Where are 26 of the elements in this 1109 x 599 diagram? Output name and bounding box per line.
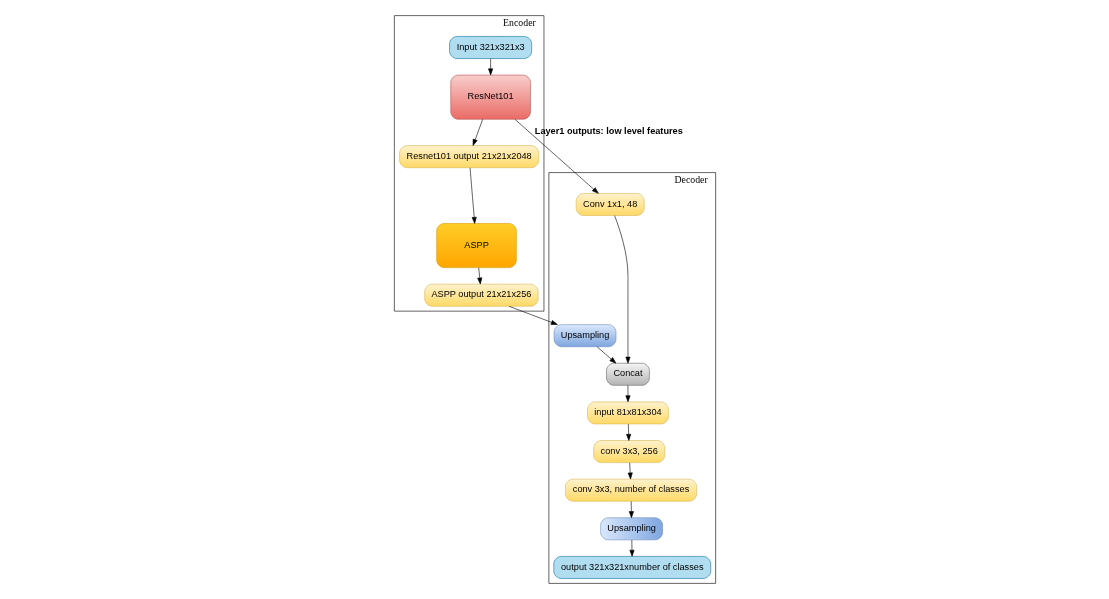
- arrow: [628, 501, 634, 518]
- node-box: Concat: [605, 362, 650, 386]
- node-box: conv 3x3, number of classes: [564, 478, 697, 502]
- arrow: [508, 306, 558, 325]
- node-box: output 321x321xnumber of classes: [552, 556, 711, 579]
- node-box: ResNet101: [449, 74, 531, 120]
- node-box: ASPP: [435, 223, 517, 268]
- arrow: [613, 215, 630, 364]
- node-box: Conv 1x1, 48: [575, 193, 644, 216]
- arrow: [629, 539, 634, 557]
- node-box: conv 3x3, 256: [592, 440, 665, 463]
- arrow: [625, 385, 630, 403]
- arrow: [472, 119, 483, 146]
- node-box: Upsampling: [599, 517, 663, 541]
- arrow: [469, 167, 477, 224]
- arrow: [514, 119, 599, 194]
- node-box: Input 321x321x3: [448, 36, 532, 59]
- node-box: Upsampling: [553, 324, 616, 347]
- arrow: [487, 58, 493, 76]
- arrow: [625, 423, 631, 441]
- arrow: [627, 462, 633, 480]
- node-box: input 81x81x304: [586, 401, 669, 425]
- node-box: Resnet101 output 21x21x2048: [398, 145, 539, 168]
- node-box: ASPP output 21x21x256: [423, 283, 538, 307]
- arrow: [476, 267, 482, 285]
- arrow: [596, 346, 616, 364]
